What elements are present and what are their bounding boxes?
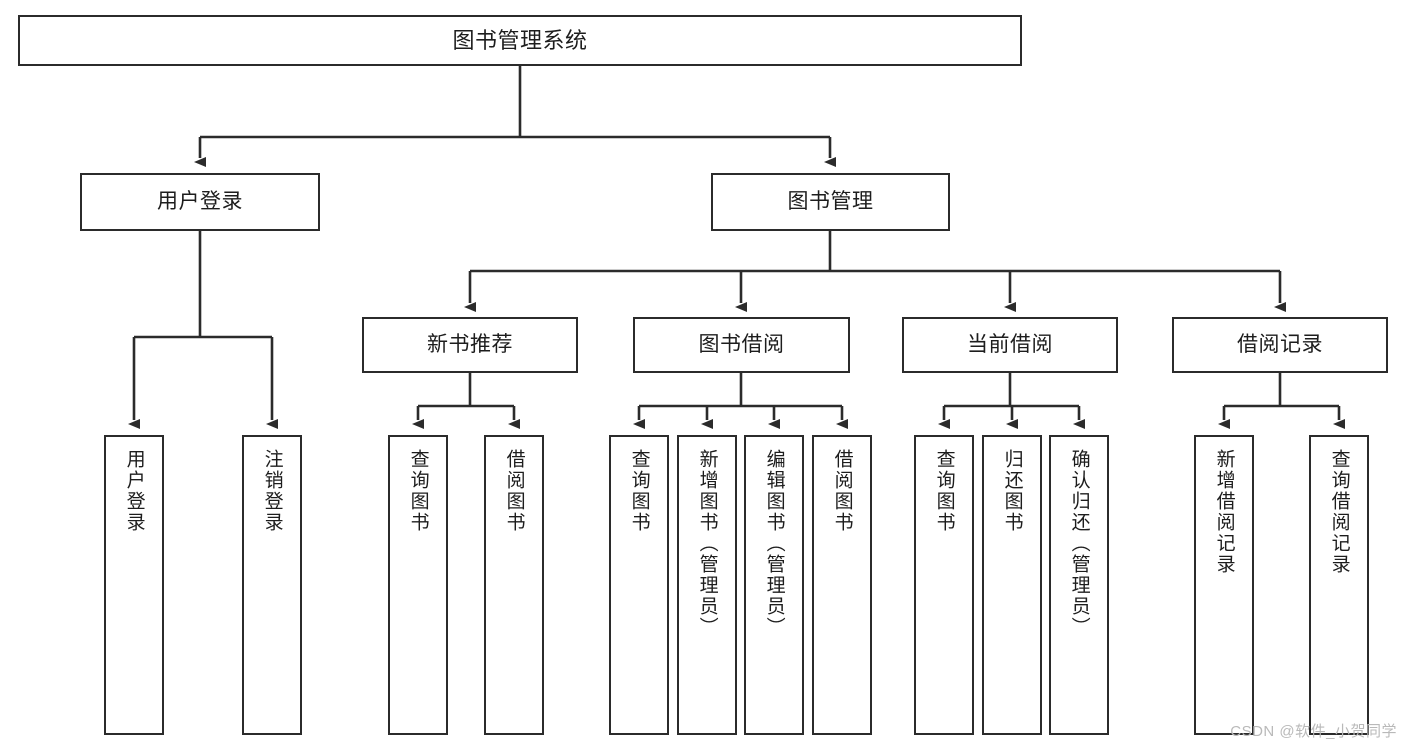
node-leaf-edit-book-label: 编辑图书（管理员）: [763, 449, 785, 638]
node-user-login[interactable]: 用户登录: [80, 173, 320, 231]
node-book-borrow-label: 图书借阅: [698, 332, 785, 356]
node-current-borrow-label: 当前借阅: [967, 332, 1053, 356]
node-leaf-borrow-book-1[interactable]: 借阅图书: [484, 435, 544, 735]
node-book-borrow[interactable]: 图书借阅: [633, 317, 850, 373]
node-leaf-logout[interactable]: 注销登录: [242, 435, 302, 735]
node-root[interactable]: 图书管理系统: [18, 15, 1022, 66]
node-leaf-logout-label: 注销登录: [261, 449, 283, 533]
node-current-borrow[interactable]: 当前借阅: [902, 317, 1118, 373]
node-leaf-user-login[interactable]: 用户登录: [104, 435, 164, 735]
node-leaf-edit-book[interactable]: 编辑图书（管理员）: [744, 435, 804, 735]
node-leaf-borrow-book-2[interactable]: 借阅图书: [812, 435, 872, 735]
node-leaf-query-book-1-label: 查询图书: [407, 449, 429, 533]
node-book-management[interactable]: 图书管理: [711, 173, 950, 231]
node-user-login-label: 用户登录: [157, 189, 243, 213]
node-leaf-confirm-return[interactable]: 确认归还（管理员）: [1049, 435, 1109, 735]
node-leaf-return-book[interactable]: 归还图书: [982, 435, 1042, 735]
node-leaf-add-book[interactable]: 新增图书（管理员）: [677, 435, 737, 735]
node-leaf-user-login-label: 用户登录: [123, 449, 145, 533]
node-leaf-query-book-2[interactable]: 查询图书: [609, 435, 669, 735]
node-leaf-add-record[interactable]: 新增借阅记录: [1194, 435, 1254, 735]
node-leaf-confirm-return-label: 确认归还（管理员）: [1068, 449, 1090, 638]
node-leaf-add-record-label: 新增借阅记录: [1213, 449, 1235, 575]
node-new-book-recommend-label: 新书推荐: [427, 332, 513, 356]
node-leaf-query-record-label: 查询借阅记录: [1328, 449, 1350, 575]
node-leaf-borrow-book-2-label: 借阅图书: [831, 449, 853, 533]
node-borrow-record[interactable]: 借阅记录: [1172, 317, 1388, 373]
node-root-label: 图书管理系统: [452, 27, 588, 53]
node-leaf-add-book-label: 新增图书（管理员）: [696, 449, 718, 638]
node-leaf-query-book-1[interactable]: 查询图书: [388, 435, 448, 735]
node-leaf-query-book-3[interactable]: 查询图书: [914, 435, 974, 735]
node-borrow-record-label: 借阅记录: [1237, 332, 1323, 356]
node-new-book-recommend[interactable]: 新书推荐: [362, 317, 578, 373]
node-leaf-query-record[interactable]: 查询借阅记录: [1309, 435, 1369, 735]
watermark: CSDN @软件_小贺同学: [1230, 723, 1397, 740]
node-leaf-borrow-book-1-label: 借阅图书: [503, 449, 525, 533]
node-book-management-label: 图书管理: [787, 189, 874, 213]
node-leaf-query-book-3-label: 查询图书: [933, 449, 955, 533]
node-leaf-return-book-label: 归还图书: [1001, 449, 1023, 533]
node-leaf-query-book-2-label: 查询图书: [628, 449, 650, 533]
